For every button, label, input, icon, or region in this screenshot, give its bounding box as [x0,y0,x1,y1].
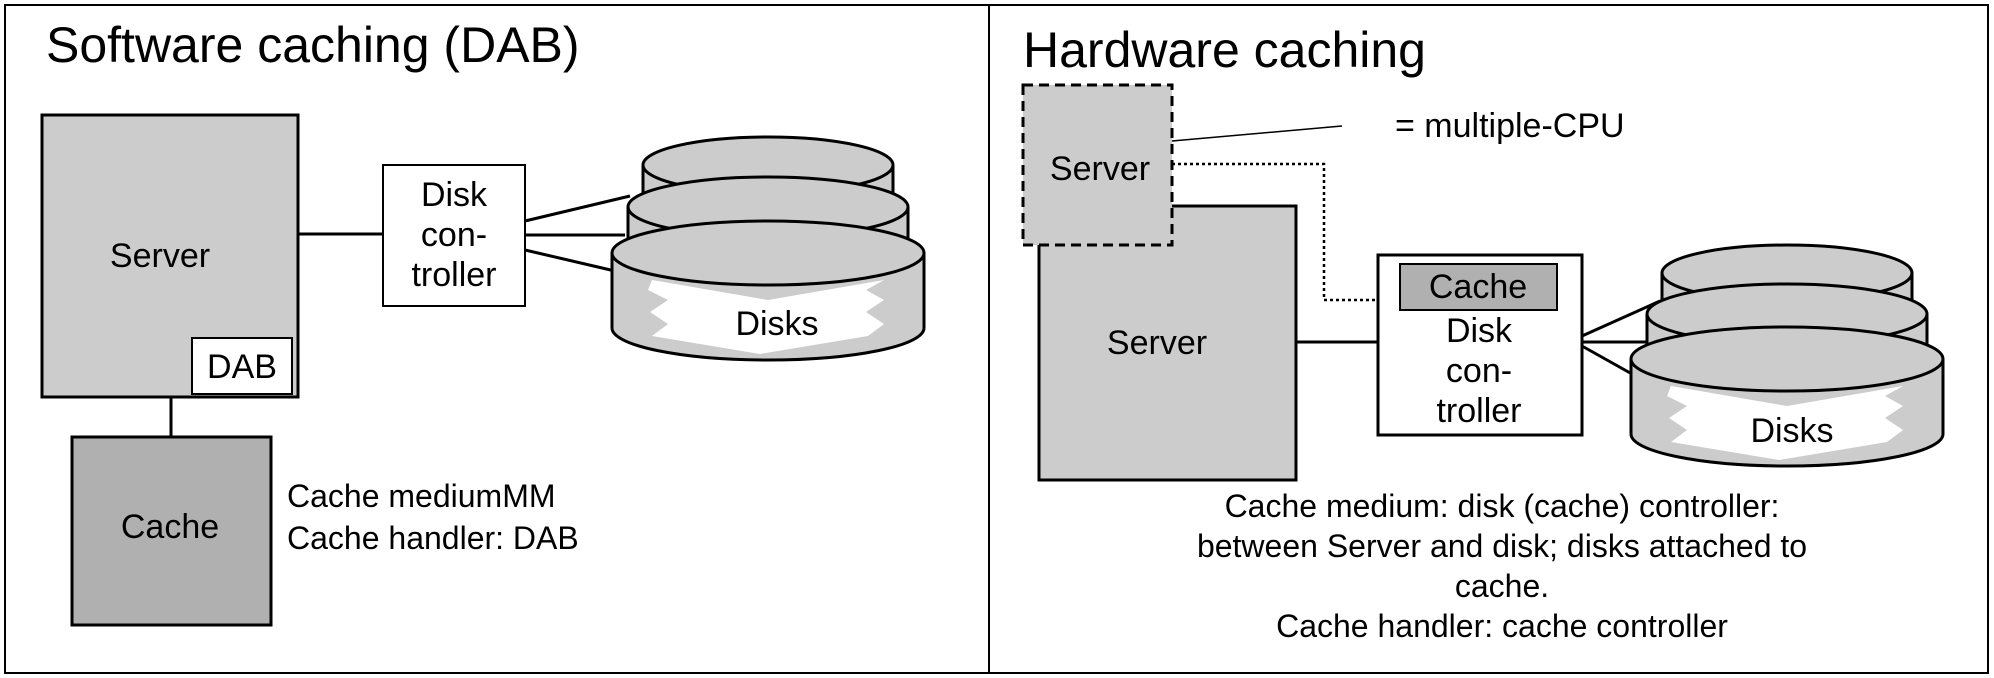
right-caption-line-1: Cache medium: disk (cache) controller: [1225,488,1780,524]
right-caption-line-4: Cache handler: cache controller [1276,608,1728,644]
left-cache-box [70,435,273,627]
left-controller-line-1: Disk [421,176,488,214]
right-controller-line-2: con- [1446,352,1512,390]
right-disk-link-1 [1581,299,1661,338]
right-disks-stack: Disks [1629,243,1945,468]
right-disk-front-highlight [1667,386,1903,460]
right-controller-line-3: troller [1436,392,1521,430]
left-disk-front-top [610,219,926,287]
left-disk-link-3 [524,248,616,273]
right-caption-line-3: cache. [1455,568,1549,604]
left-controller-line-3: troller [411,256,496,294]
right-server-label: Server [1107,324,1207,362]
right-disks-label: Disks [1750,412,1833,450]
left-disk-controller-box [382,164,526,307]
right-disk-link-3 [1581,344,1633,376]
right-cache-label: Cache [1429,268,1527,306]
dab-box [191,337,293,395]
multi-cpu-label: = multiple-CPU [1395,107,1625,145]
ghost-server-controller-link [1172,162,1378,302]
right-server-box [1037,204,1298,482]
left-caption-line-2: Cache handler: DAB [287,520,579,556]
right-ghost-server-label: Server [1050,150,1150,188]
left-disks-stack: Disks [610,135,926,362]
left-server-label: Server [110,237,210,275]
left-cache-label: Cache [121,508,219,546]
left-controller-line-2: con- [421,216,487,254]
left-caption-line-1: Cache mediumMM [287,478,556,514]
multi-cpu-pointer [1171,125,1343,142]
left-title: Software caching (DAB) [46,17,580,73]
right-cache-box [1399,263,1558,311]
right-title: Hardware caching [1023,22,1426,78]
dab-label: DAB [207,348,277,386]
left-disk-front-highlight [648,280,884,354]
right-controller-line-1: Disk [1446,312,1513,350]
left-disk-link-1 [524,194,631,223]
left-disks-label: Disks [735,305,818,343]
right-ghost-server-box [1021,83,1174,247]
right-caption-line-2: between Server and disk; disks attached … [1197,528,1807,564]
right-disk-front-top [1629,325,1945,393]
